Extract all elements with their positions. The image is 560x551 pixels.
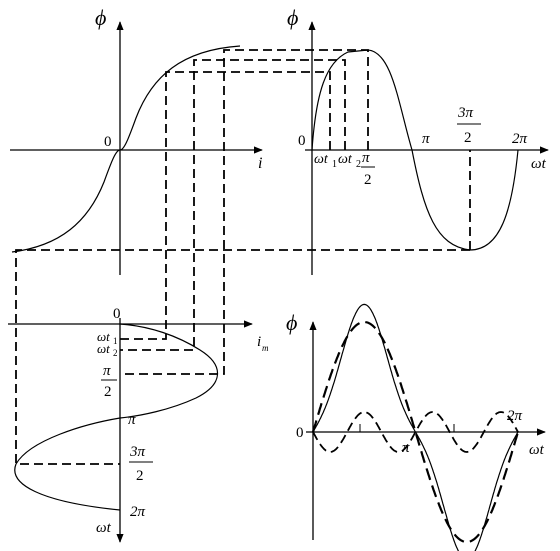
magnetization-curve-panel: ϕ 0 i	[10, 5, 263, 275]
pi-half-label-bl: π 2	[101, 363, 117, 400]
phi-label-br: ϕ	[286, 310, 297, 335]
wt1-label: ωt 1	[314, 152, 337, 170]
wt-label-tr: ωt	[531, 156, 547, 172]
pi-label-br: π	[402, 440, 410, 456]
wt2-label-bl: ωt 2	[97, 341, 118, 358]
origin-label-tl: 0	[104, 134, 112, 150]
two-pi-label-br: 2π	[507, 408, 523, 424]
origin-label-bl: 0	[113, 306, 121, 322]
pi-label-tr: π	[422, 131, 430, 147]
three-pi-half-label-bl: 3π 2	[129, 444, 153, 484]
svg-text:π: π	[362, 150, 370, 166]
svg-text:ωt: ωt	[97, 329, 110, 344]
flux-wave	[311, 49, 519, 251]
current-wave-panel: 0 i m ωt 1 ωt 2 π 2 π 3π 2 2π ωt	[8, 306, 269, 543]
flux-wave-panel: ϕ 0 ωt 1 ωt 2 π 2 π 3π 2 2π ωt	[287, 5, 549, 275]
current-wave	[14, 323, 219, 511]
construction-lines	[15, 49, 471, 465]
two-pi-label-bl: 2π	[130, 504, 146, 520]
svg-text:1: 1	[113, 336, 118, 346]
wt-label-br: ωt	[529, 442, 545, 458]
third-harmonic-wave	[312, 411, 519, 453]
svg-text:2: 2	[136, 468, 144, 484]
phi-label-tl: ϕ	[95, 5, 106, 30]
svg-text:3π: 3π	[129, 444, 146, 460]
svg-text:3π: 3π	[457, 105, 474, 121]
svg-text:2: 2	[464, 130, 472, 146]
svg-text:2: 2	[104, 384, 112, 400]
pi-half-label-tr: π 2	[361, 150, 375, 188]
origin-label-tr: 0	[298, 133, 306, 149]
svg-text:2: 2	[364, 172, 372, 188]
svg-text:i: i	[257, 334, 261, 350]
projection-pos-peak	[120, 49, 369, 375]
phi-label-tr: ϕ	[287, 5, 298, 30]
pi-label-bl: π	[128, 412, 136, 428]
i-label: i	[258, 155, 262, 172]
two-pi-label-tr: 2π	[512, 131, 528, 147]
svg-text:ωt: ωt	[314, 152, 329, 167]
wt-label-bl: ωt	[96, 520, 112, 536]
projection-wt2	[120, 59, 346, 351]
origin-label-br: 0	[296, 425, 304, 441]
svg-text:ωt: ωt	[97, 341, 110, 356]
wt2-label: ωt 2	[338, 152, 361, 170]
projection-wt1	[120, 71, 331, 340]
harmonics-panel: ϕ 0 π 2π ωt	[286, 303, 546, 551]
three-pi-half-label-tr: 3π 2	[457, 105, 481, 146]
svg-text:2: 2	[356, 159, 361, 170]
svg-text:2: 2	[113, 348, 118, 358]
svg-text:ωt: ωt	[338, 152, 353, 167]
magnetization-curve	[11, 45, 241, 253]
projection-neg-peak-h	[15, 249, 470, 465]
wt1-label-bl: ωt 1	[97, 329, 118, 346]
fundamental-wave	[311, 320, 520, 544]
svg-text:1: 1	[332, 159, 337, 170]
im-label: i m	[257, 334, 269, 353]
svg-text:π: π	[103, 363, 111, 379]
svg-text:m: m	[262, 343, 269, 353]
